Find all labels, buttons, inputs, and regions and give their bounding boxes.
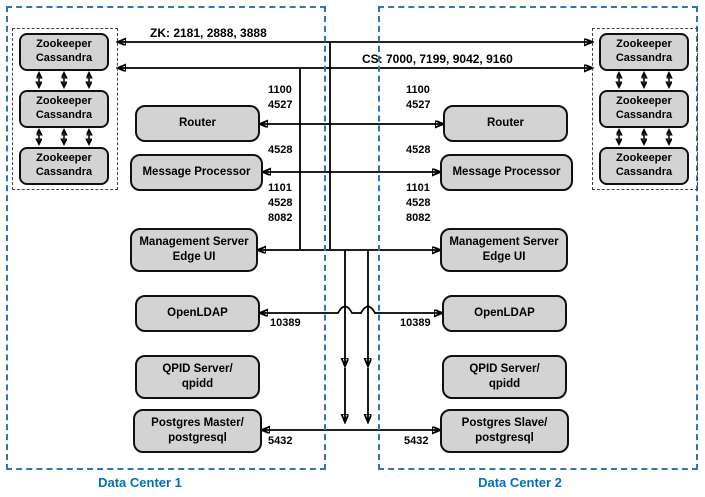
edge-ui-label: Edge UI (482, 251, 526, 263)
datacenter1-caption: Data Center 1 (98, 475, 182, 490)
port-number: 1100 (406, 84, 430, 96)
zk-internal-arrows-dc1 (39, 73, 89, 144)
port-number: 1100 (268, 84, 292, 96)
mp-port-dc2: 4528 (406, 143, 430, 158)
zk-ports-label: ZK: 2181, 2888, 3888 (150, 26, 267, 40)
openldap-port-dc2: 10389 (400, 316, 431, 331)
port-number: 10389 (400, 317, 431, 329)
zk-node-dc2-2: Zookeeper Cassandra (599, 90, 689, 128)
component-links (258, 42, 443, 430)
port-number: 4527 (268, 99, 293, 111)
router-label: Router (486, 117, 525, 130)
qpid-server-dc2: QPID Server/ qpidd (442, 355, 567, 399)
port-number: 4528 (406, 144, 431, 156)
cassandra-node-label: Cassandra (615, 52, 673, 64)
port-number: 8082 (406, 212, 431, 224)
zk-node-label: Zookeeper (36, 152, 92, 165)
openldap-label: OpenLDAP (474, 307, 535, 320)
zk-node-dc2-1: Zookeeper Cassandra (599, 33, 689, 71)
zk-node-label: Zookeeper (36, 95, 92, 108)
zk-cluster-dc2-frame (592, 28, 698, 190)
datacenter2-caption: Data Center 2 (478, 475, 562, 490)
zk-node-label: Zookeeper (616, 152, 672, 165)
zk-node-dc1-1: Zookeeper Cassandra (19, 33, 109, 71)
port-number: 5432 (404, 435, 429, 447)
management-server-label: Management Server (139, 236, 249, 249)
cassandra-node-label: Cassandra (35, 109, 93, 121)
postgres-slave-dc2: Postgres Slave/ postgresql (440, 409, 569, 453)
management-ports-dc1: 1101 4528 8082 (268, 181, 292, 226)
management-server-dc1: Management Server Edge UI (130, 228, 258, 272)
cassandra-node-label: Cassandra (35, 52, 93, 64)
port-number: 4527 (406, 99, 431, 111)
port-number: 10389 (270, 317, 301, 329)
postgresql-label: postgresql (475, 432, 534, 444)
openldap-dc1: OpenLDAP (135, 295, 260, 332)
port-number: 8082 (268, 212, 293, 224)
qpid-label: QPID Server/ (469, 363, 540, 376)
zk-cluster-dc1-frame (12, 28, 118, 190)
qpidd-label: qpidd (488, 378, 521, 390)
zk-node-dc1-2: Zookeeper Cassandra (19, 90, 109, 128)
qpid-label: QPID Server/ (162, 363, 233, 376)
management-server-label: Management Server (449, 236, 559, 249)
router-label: Router (178, 117, 217, 130)
port-number: 1101 (268, 182, 292, 194)
cs-ports-label: CS: 7000, 7199, 9042, 9160 (362, 52, 513, 66)
postgres-port-dc1: 5432 (268, 434, 292, 449)
datacenter1-frame (6, 6, 326, 470)
message-processor-label: Message Processor (142, 166, 251, 179)
cassandra-node-label: Cassandra (35, 166, 93, 178)
router-ports-dc1: 1100 4527 (268, 83, 292, 113)
message-processor-dc1: Message Processor (130, 154, 263, 191)
postgres-label: Postgres Slave/ (461, 417, 548, 430)
cassandra-node-label: Cassandra (615, 166, 673, 178)
message-processor-label: Message Processor (452, 166, 561, 179)
zk-node-label: Zookeeper (616, 95, 672, 108)
management-ports-dc2: 1101 4528 8082 (406, 181, 430, 226)
datacenter2-frame (378, 6, 698, 470)
mp-port-dc1: 4528 (268, 143, 292, 158)
router-dc1: Router (135, 105, 260, 142)
edge-ui-label: Edge UI (172, 251, 216, 263)
openldap-link-line (260, 305, 442, 314)
port-number: 4528 (268, 144, 293, 156)
zk-internal-arrows-dc2 (619, 73, 669, 144)
port-number: 4528 (406, 197, 431, 209)
zk-node-label: Zookeeper (616, 38, 672, 51)
zk-node-dc1-3: Zookeeper Cassandra (19, 147, 109, 185)
cross-dc-links (118, 42, 592, 68)
postgresql-label: postgresql (168, 432, 227, 444)
port-number: 4528 (268, 197, 293, 209)
zk-node-label: Zookeeper (36, 38, 92, 51)
openldap-label: OpenLDAP (167, 307, 228, 320)
openldap-port-dc1: 10389 (270, 316, 301, 331)
postgres-master-dc1: Postgres Master/ postgresql (133, 409, 262, 453)
cassandra-node-label: Cassandra (615, 109, 673, 121)
router-ports-dc2: 1100 4527 (406, 83, 430, 113)
zk-node-dc2-3: Zookeeper Cassandra (599, 147, 689, 185)
router-dc2: Router (443, 105, 568, 142)
message-processor-dc2: Message Processor (440, 154, 573, 191)
port-number: 5432 (268, 435, 293, 447)
port-number: 1101 (406, 182, 430, 194)
qpidd-label: qpidd (181, 378, 214, 390)
postgres-port-dc2: 5432 (404, 434, 428, 449)
management-server-dc2: Management Server Edge UI (440, 228, 568, 272)
openldap-dc2: OpenLDAP (442, 295, 567, 332)
qpid-server-dc1: QPID Server/ qpidd (135, 355, 260, 399)
postgres-label: Postgres Master/ (151, 417, 244, 430)
